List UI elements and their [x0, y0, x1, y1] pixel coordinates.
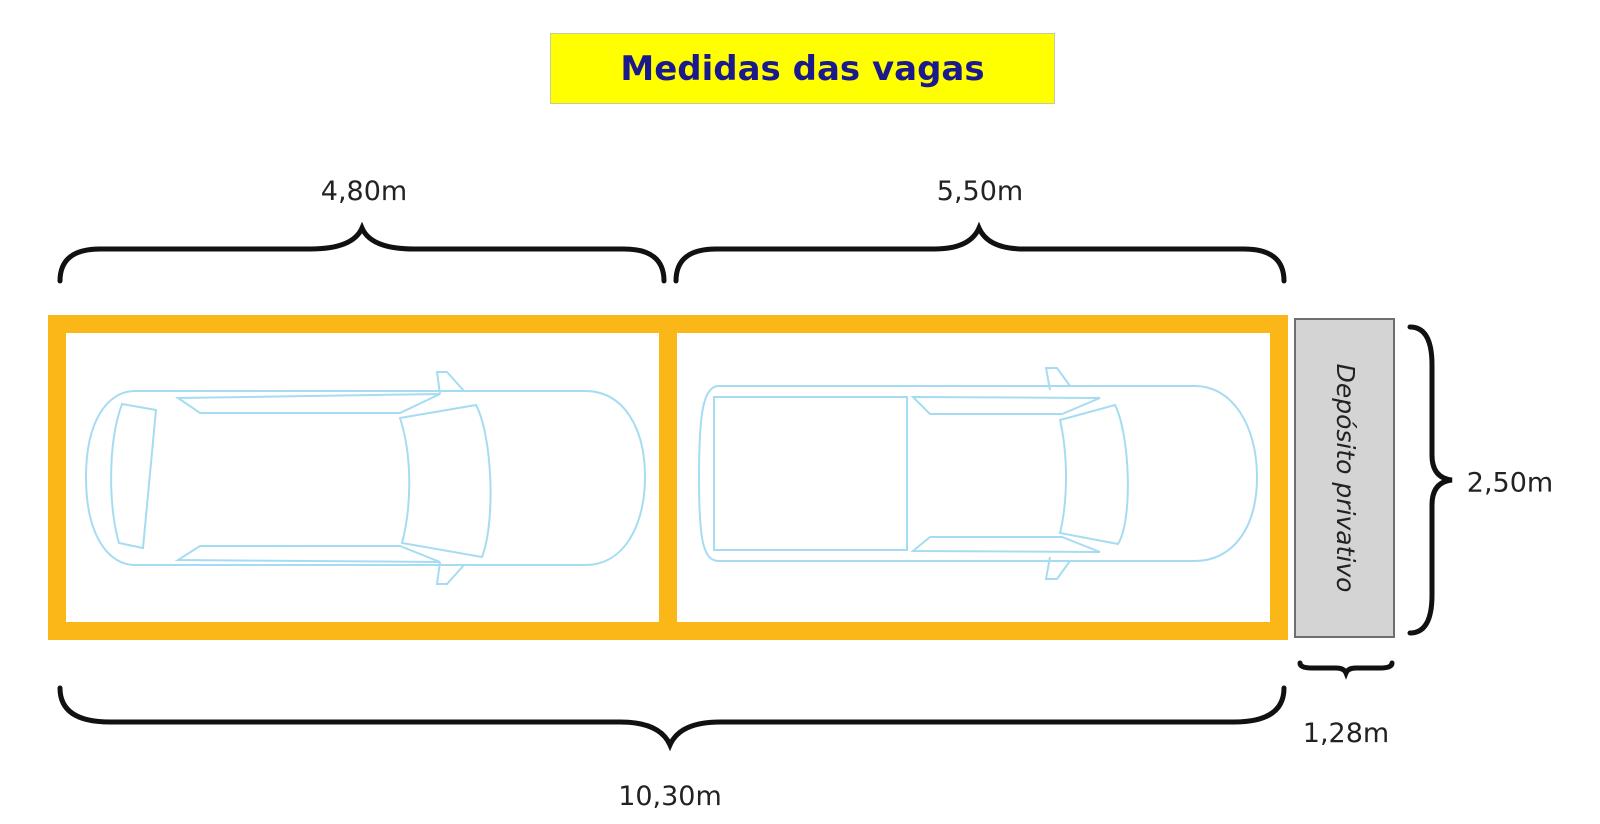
private-storage	[1294, 318, 1395, 638]
pickup-truck-icon	[697, 367, 1259, 580]
brace-storage	[1297, 660, 1395, 680]
storage-label: Depósito privativo	[1331, 364, 1360, 593]
dimension-label-space-a: 4,80m	[321, 176, 407, 207]
diagram-title: Medidas das vagas	[620, 48, 985, 89]
dimension-label-total: 10,30m	[618, 781, 722, 812]
sedan-car-icon	[84, 371, 647, 585]
parking-space-b	[659, 315, 1288, 640]
brace-space-a	[57, 221, 667, 284]
dimension-label-width: 2,50m	[1467, 468, 1553, 499]
dimension-label-space-b: 5,50m	[937, 176, 1023, 207]
dimension-label-storage: 1,28m	[1303, 718, 1389, 749]
title-banner: Medidas das vagas	[550, 33, 1055, 104]
brace-width	[1407, 324, 1453, 636]
brace-space-b	[673, 221, 1287, 284]
brace-total	[57, 685, 1287, 752]
